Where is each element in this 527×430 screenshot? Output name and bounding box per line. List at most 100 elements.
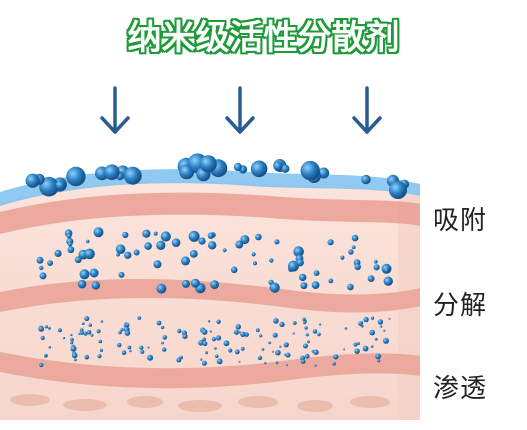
molecule-icon xyxy=(259,334,263,338)
molecule-icon xyxy=(383,329,386,332)
molecule-icon xyxy=(343,348,346,351)
molecule-icon xyxy=(302,317,306,321)
molecule-icon xyxy=(285,352,291,358)
molecule-icon xyxy=(199,155,217,173)
molecule-icon xyxy=(312,329,318,334)
molecule-icon xyxy=(374,337,378,341)
molecule-icon xyxy=(269,258,274,263)
page-title: 纳米级活性分散剂 xyxy=(127,18,400,58)
molecule-icon xyxy=(354,263,362,271)
molecule-icon xyxy=(100,320,104,323)
molecule-icon xyxy=(118,330,122,335)
molecule-icon xyxy=(124,251,132,259)
molecule-icon xyxy=(125,323,130,328)
molecule-icon xyxy=(38,326,45,332)
molecule-icon xyxy=(118,271,125,278)
molecule-icon xyxy=(78,332,81,335)
molecule-icon xyxy=(235,240,244,249)
molecule-icon xyxy=(39,265,44,271)
molecule-icon xyxy=(292,321,297,325)
molecule-icon xyxy=(370,345,374,348)
molecule-icon xyxy=(300,160,320,181)
molecule-icon xyxy=(161,341,164,345)
molecule-icon xyxy=(124,330,131,336)
molecule-icon xyxy=(86,239,90,244)
molecule-icon xyxy=(48,345,52,349)
molecule-icon xyxy=(253,261,257,266)
molecule-icon xyxy=(367,275,375,282)
molecule-icon xyxy=(189,250,198,258)
molecule-icon xyxy=(181,256,190,266)
molecule-icon xyxy=(162,347,167,352)
molecule-icon xyxy=(240,235,250,245)
molecule-icon xyxy=(351,234,359,242)
molecule-icon xyxy=(39,272,47,280)
molecule-icon xyxy=(313,270,320,276)
molecule-icon xyxy=(171,238,181,247)
molecule-icon xyxy=(216,319,221,324)
molecule-icon xyxy=(299,273,307,282)
molecule-icon xyxy=(210,280,220,289)
molecule-icon xyxy=(348,249,354,255)
molecule-icon xyxy=(293,246,304,257)
molecule-icon xyxy=(117,342,122,348)
molecule-icon xyxy=(83,331,88,336)
molecule-icon xyxy=(377,319,384,325)
molecule-icon xyxy=(129,349,132,353)
molecule-icon xyxy=(230,266,238,274)
molecule-icon xyxy=(353,342,358,347)
molecule-icon xyxy=(156,320,162,326)
molecule-icon xyxy=(182,333,188,339)
molecule-icon xyxy=(156,240,166,250)
molecule-icon xyxy=(89,268,99,278)
molecule-icon xyxy=(57,328,62,333)
molecule-icon xyxy=(137,316,142,320)
molecule-icon xyxy=(123,166,142,185)
molecule-icon xyxy=(347,283,354,291)
molecule-icon xyxy=(70,333,73,337)
molecule-icon xyxy=(286,364,288,366)
molecule-icon xyxy=(79,269,90,280)
molecule-icon xyxy=(142,229,151,238)
molecule-icon xyxy=(357,342,360,345)
molecule-icon xyxy=(215,335,222,341)
molecule-icon xyxy=(255,233,262,241)
molecule-icon xyxy=(269,282,280,293)
label-adsorption: 吸附 xyxy=(433,206,488,236)
molecule-icon xyxy=(198,237,206,245)
down-arrow-icon xyxy=(352,86,382,134)
molecule-icon xyxy=(274,239,280,245)
molecule-icon xyxy=(233,162,242,172)
molecule-icon xyxy=(216,358,223,365)
molecule-icon xyxy=(379,325,383,328)
skin-layer-band xyxy=(0,278,420,313)
molecule-icon xyxy=(383,337,389,344)
molecule-icon xyxy=(67,241,73,247)
molecule-icon xyxy=(275,349,281,356)
molecule-icon xyxy=(202,337,206,342)
molecule-icon xyxy=(388,317,391,320)
molecule-icon xyxy=(369,329,376,336)
molecule-icon xyxy=(91,281,101,290)
molecule-icon xyxy=(177,328,182,334)
molecule-icon xyxy=(304,326,308,330)
molecule-icon xyxy=(71,352,78,359)
molecule-icon xyxy=(201,329,208,335)
molecule-icon xyxy=(273,318,279,324)
molecule-icon xyxy=(200,358,203,361)
molecule-icon xyxy=(84,316,90,322)
molecule-icon xyxy=(36,256,44,264)
molecule-icon xyxy=(303,343,308,349)
molecule-icon xyxy=(55,180,65,190)
molecule-icon xyxy=(209,330,212,333)
molecule-icon xyxy=(264,361,267,365)
molecule-icon xyxy=(240,331,246,337)
molecule-icon xyxy=(86,330,92,335)
molecule-group xyxy=(25,153,410,368)
molecule-icon xyxy=(188,230,200,242)
molecule-icon xyxy=(207,320,211,323)
molecule-icon xyxy=(311,281,320,289)
molecule-icon xyxy=(198,340,204,346)
molecule-icon xyxy=(332,362,336,366)
